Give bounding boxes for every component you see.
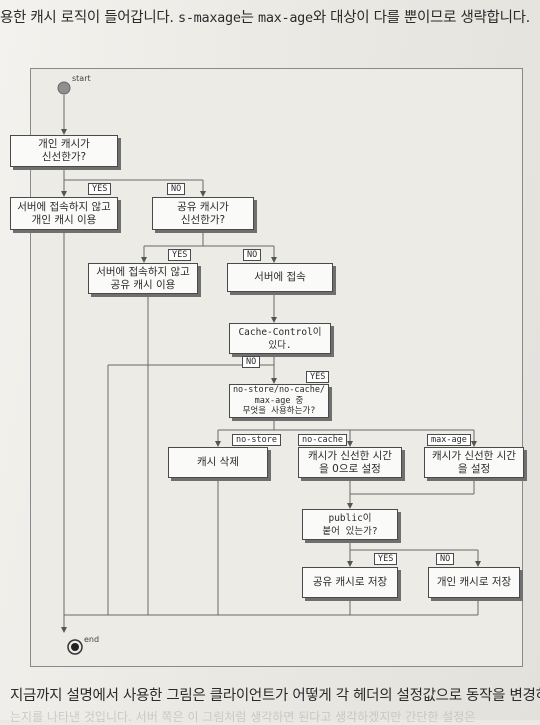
tag-yes-private: YES [88,183,112,195]
bottom-paragraph: 지금까지 설명에서 사용한 그림은 클라이언트가 어떻게 각 헤더의 설정값으로… [10,688,540,704]
box-save-shared: 공유 캐시로 저장 [302,567,398,598]
box-which-directive: no-store/no-cache/ max-age 중 무엇을 사용하는가? [229,384,329,418]
end-node-core [71,643,79,651]
top-text-part2: 는 [240,10,259,26]
box-private-fresh: 개인 캐시가 신선한가? [10,135,118,167]
tag-yes-public: YES [374,553,398,565]
box-shared-fresh: 공유 캐시가 신선한가? [152,197,254,230]
code-max-age: max-age [258,10,313,26]
tag-no-cache-control: NO [242,356,261,368]
end-label: end [84,635,100,644]
end-node [67,639,83,655]
start-node [57,81,71,95]
tag-no-shared: NO [243,249,262,261]
box-set-fresh-time: 캐시가 신선한 시간 을 설정 [424,447,524,478]
box-connect-server: 서버에 접속 [227,263,333,292]
tag-no-cache: no-cache [298,434,347,446]
top-text-part3: 와 대상이 다를 뿐이므로 생략합니다. [312,10,530,26]
box-use-private-cache: 서버에 접속하지 않고 개인 캐시 이용 [10,197,118,230]
code-s-maxage: s-maxage [178,10,241,26]
box-set-zero: 캐시가 신선한 시간 을 0으로 설정 [298,447,402,478]
tag-yes-cache-control: YES [306,371,330,383]
box-use-shared-cache: 서버에 접속하지 않고 공유 캐시 이용 [88,263,198,294]
box-public-attached: public이 붙어 있는가? [302,509,398,540]
box-save-private: 개인 캐시로 저장 [428,567,520,598]
bottom-paragraph-cut: 는지를 나타낸 것입니다. 서버 쪽은 이 그림처럼 생각하면 된다고 생각하겠… [10,710,476,724]
tag-no-public: NO [436,553,455,565]
start-label: start [72,74,91,83]
tag-no-private: NO [167,183,186,195]
box-cache-control: Cache-Control이 있다. [229,323,331,354]
box-delete-cache: 캐시 삭제 [168,447,268,478]
tag-yes-shared: YES [168,249,192,261]
top-paragraph: 용한 캐시 로직이 들어갑니다. s-maxage는 max-age와 대상이 … [0,6,540,27]
top-text-part1: 용한 캐시 로직이 들어갑니다. [0,10,179,26]
tag-no-store: no-store [232,434,281,446]
tag-max-age: max-age [427,434,471,446]
